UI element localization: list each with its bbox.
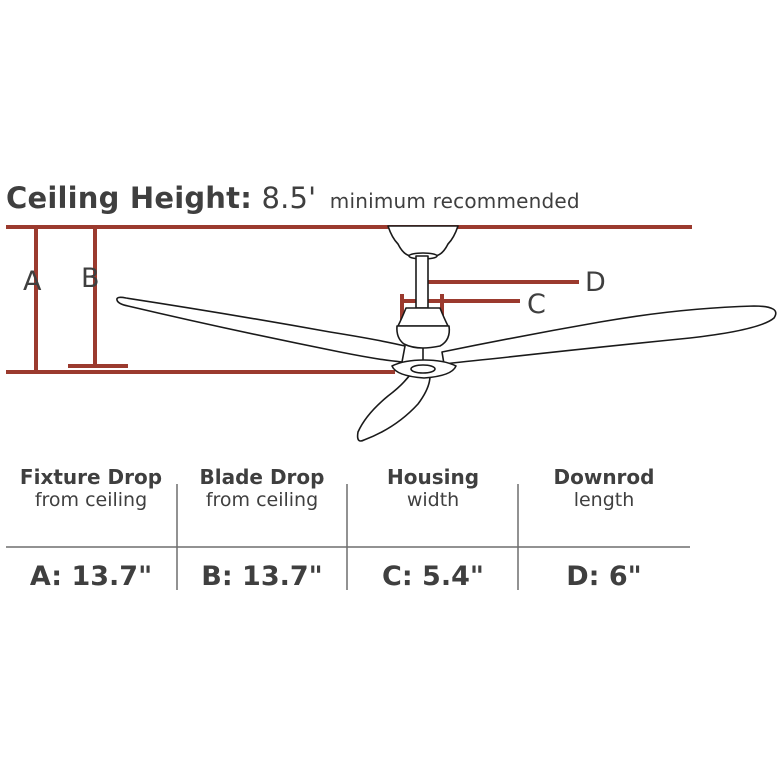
- spec-fixture-drop: Fixture Drop from ceiling A: 13.7": [6, 465, 176, 592]
- spec-housing-width: Housing width C: 5.4": [348, 465, 518, 592]
- dimension-d-label: D: [585, 267, 606, 298]
- spec-heading: Downrod: [553, 465, 655, 489]
- spec-value: C: 5.4": [382, 561, 484, 592]
- spec-heading: Housing: [386, 465, 480, 489]
- spec-blade-drop: Blade Drop from ceiling B: 13.7": [177, 465, 347, 592]
- ceiling-fan-illustration: [116, 225, 777, 442]
- spec-downrod-length: Downrod length D: 6": [519, 465, 689, 592]
- spec-subheading: from ceiling: [205, 489, 319, 511]
- housing-hub: [396, 325, 451, 349]
- ceiling-height-value: 8.5': [261, 181, 317, 215]
- spec-subheading: from ceiling: [34, 489, 148, 511]
- dimension-a-label: A: [23, 266, 42, 297]
- spec-value: B: 13.7": [201, 561, 323, 592]
- dimension-b-label: B: [81, 263, 100, 294]
- ceiling-height-note: minimum recommended: [329, 189, 580, 213]
- front-blade: [356, 371, 431, 442]
- canopy: [387, 225, 459, 257]
- left-blade: [116, 296, 406, 363]
- downrod: [415, 255, 429, 309]
- housing-top: [397, 307, 449, 327]
- spec-heading: Blade Drop: [199, 465, 325, 489]
- spec-subheading: length: [573, 489, 635, 511]
- spec-value: D: 6": [566, 561, 642, 592]
- ceiling-height-label: Ceiling Height:: [6, 181, 253, 215]
- right-blade: [441, 305, 777, 365]
- ceiling-height-title: Ceiling Height: 8.5' minimum recommended: [6, 181, 580, 215]
- dimension-c-label: C: [527, 289, 546, 320]
- spec-subheading: width: [406, 489, 460, 511]
- hub-cap: [410, 364, 436, 374]
- spec-value: A: 13.7": [29, 561, 153, 592]
- spec-heading: Fixture Drop: [19, 465, 163, 489]
